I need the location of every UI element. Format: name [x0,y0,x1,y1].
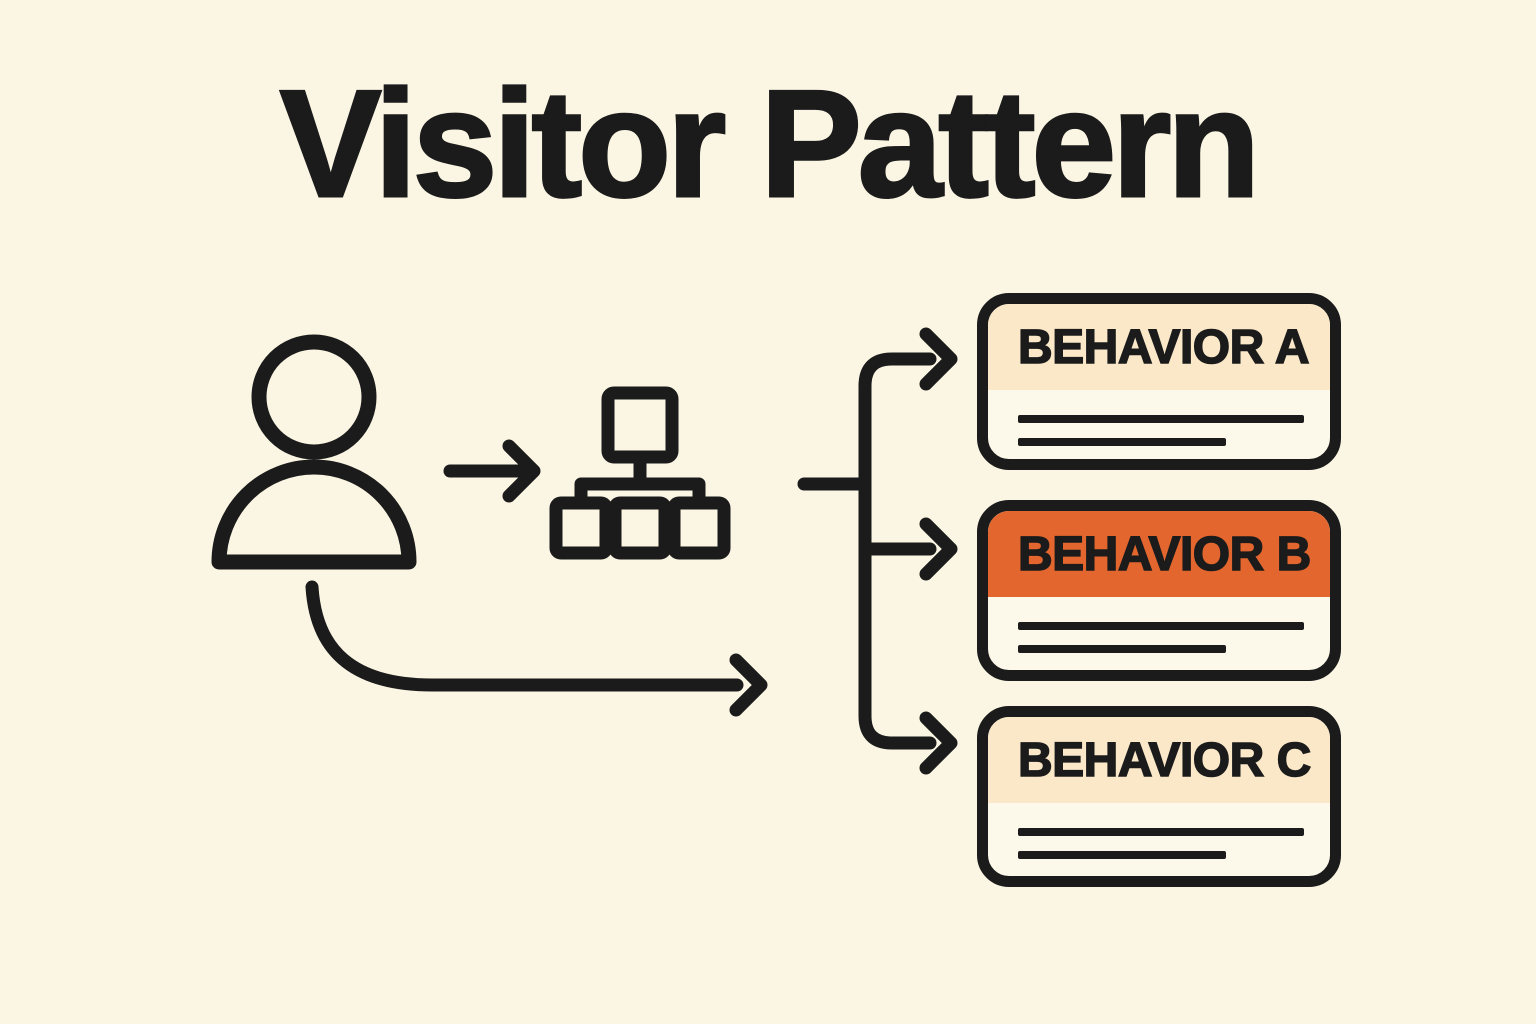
placeholder-text-line [1018,645,1226,653]
behavior-card-b: BEHAVIOR B [977,500,1341,681]
arrowhead-icon [502,439,541,503]
branch-arrowhead-bottom-icon [919,711,958,775]
behavior-card-c-label: BEHAVIOR C [1017,733,1312,788]
placeholder-text-line [1018,438,1226,446]
page-title: Visitor Pattern [278,59,1261,229]
behavior-card-c: BEHAVIOR C [977,706,1341,887]
behavior-card-a-header: BEHAVIOR A [988,304,1330,390]
placeholder-text-line [1018,828,1304,836]
curved-arrow-person-to-dispatch-icon [305,580,768,717]
behavior-card-a-body [988,390,1330,446]
behavior-card-c-body [988,803,1330,859]
placeholder-text-line [1018,415,1304,423]
behavior-card-a: BEHAVIOR A [977,293,1341,470]
behavior-card-b-header: BEHAVIOR B [988,511,1330,597]
behavior-card-b-label: BEHAVIOR B [1017,527,1312,582]
dispatch-branch-connector [797,327,958,775]
object-structure-icon [549,386,731,560]
placeholder-text-line [1018,622,1304,630]
behavior-card-b-body [988,597,1330,653]
behavior-card-a-label: BEHAVIOR A [1017,320,1310,375]
arrow-person-to-structure-icon [443,439,541,503]
branch-arrowhead-top-icon [919,327,958,391]
branch-arrowhead-middle-icon [919,517,958,581]
person-head [251,334,377,460]
placeholder-text-line [1018,851,1226,859]
person-body [211,459,417,570]
behavior-card-c-header: BEHAVIOR C [988,717,1330,803]
arrowhead-icon [729,653,768,717]
visitor-person-icon [211,334,417,570]
